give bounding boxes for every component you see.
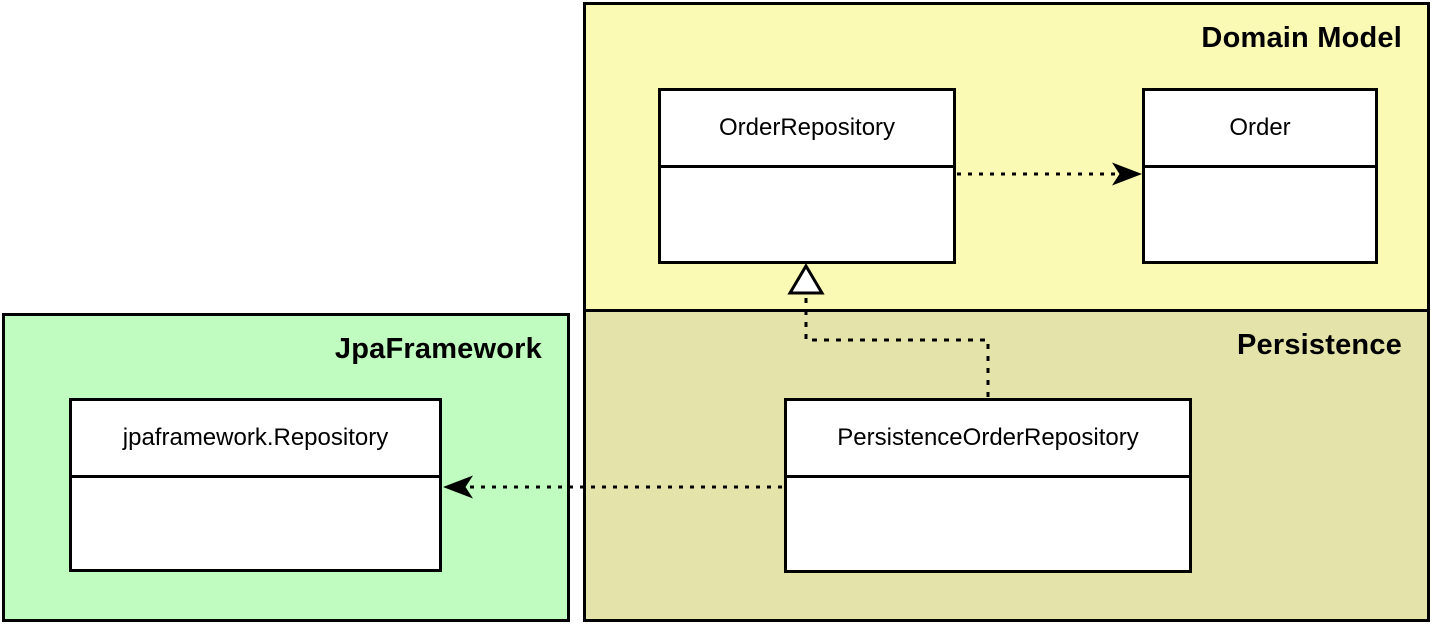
class-persistence-order-repository-members bbox=[787, 478, 1189, 570]
class-persistence-order-repository-name: PersistenceOrderRepository bbox=[787, 401, 1189, 478]
package-domain-model-title: Domain Model bbox=[1201, 22, 1402, 54]
class-order: Order bbox=[1142, 88, 1378, 264]
package-persistence-title: Persistence bbox=[1236, 329, 1402, 361]
class-order-name: Order bbox=[1145, 91, 1375, 168]
package-jpaframework-title: JpaFramework bbox=[334, 333, 542, 365]
class-order-repository: OrderRepository bbox=[658, 88, 956, 264]
class-jpaframework-repository-members bbox=[72, 478, 439, 569]
class-order-repository-name: OrderRepository bbox=[661, 91, 953, 168]
class-order-repository-members bbox=[661, 168, 953, 261]
class-persistence-order-repository: PersistenceOrderRepository bbox=[784, 398, 1192, 573]
class-jpaframework-repository: jpaframework.Repository bbox=[69, 398, 442, 572]
class-jpaframework-repository-name: jpaframework.Repository bbox=[72, 401, 439, 478]
class-order-members bbox=[1145, 168, 1375, 261]
